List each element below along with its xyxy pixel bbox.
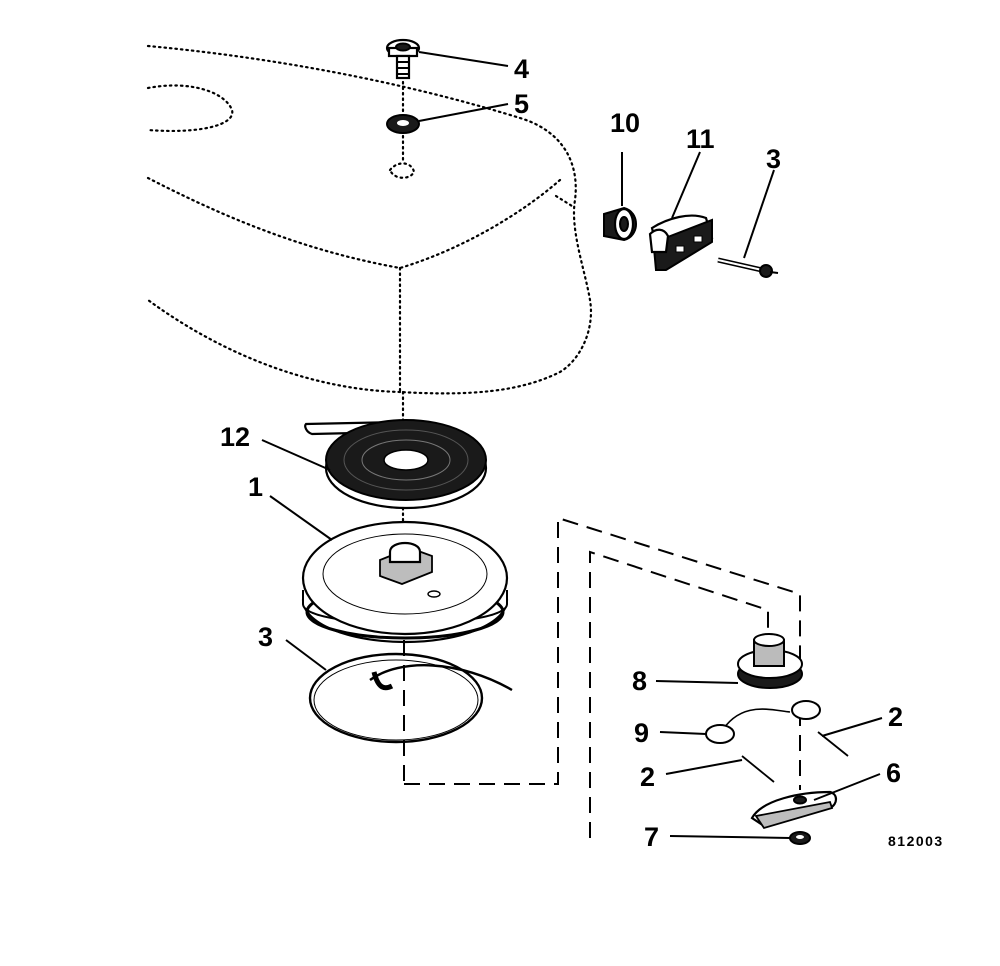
starter-cover-housing	[146, 44, 593, 395]
callout-11: 11	[686, 124, 715, 154]
callout-7: 7	[644, 822, 659, 852]
callout-3-upper: 3	[766, 144, 781, 174]
recoil-ring-part-3-lower	[308, 652, 513, 744]
callout-8: 8	[632, 666, 647, 696]
figure-code: 812003	[888, 833, 944, 849]
callout-4: 4	[514, 54, 529, 84]
callout-12: 12	[220, 422, 250, 452]
handle-part-11	[648, 214, 714, 271]
nut-part-7	[789, 831, 811, 845]
assembly-path-dashed	[404, 516, 801, 838]
callout-2-right: 2	[888, 702, 903, 732]
screw-part-4	[385, 38, 421, 80]
callout-5: 5	[514, 89, 529, 119]
callout-10: 10	[610, 108, 640, 138]
callout-2-left: 2	[640, 762, 655, 792]
rope-pulley-part-1	[301, 520, 509, 644]
spring-part-2-left	[741, 755, 775, 783]
pin-part-3-upper	[717, 257, 779, 278]
link-part-9	[705, 700, 821, 744]
washer-part-5	[386, 114, 420, 134]
cam-part-8	[737, 633, 803, 689]
callout-1: 1	[248, 472, 263, 502]
pawl-part-6	[750, 790, 838, 830]
callout-6: 6	[886, 758, 901, 788]
callout-3-lower: 3	[258, 622, 273, 652]
rewind-spring-part-12	[304, 419, 488, 510]
bushing-part-10	[603, 206, 637, 242]
callout-9: 9	[634, 718, 649, 748]
